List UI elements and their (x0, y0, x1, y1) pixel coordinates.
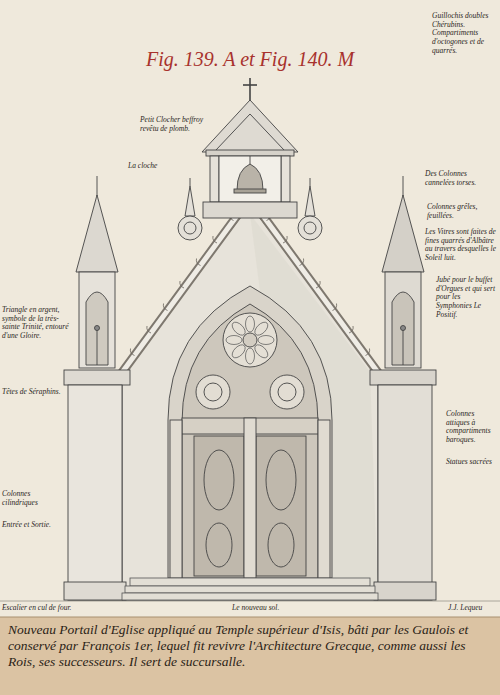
annotation: Les Vitres sont faites de fines quarrés … (425, 228, 499, 263)
annotation: Statues sacrées (446, 458, 498, 467)
annotation: J.J. Lequeu (448, 604, 498, 613)
annotation: Colonnes attiques à compartiments baroqu… (446, 410, 498, 445)
annotation: Triangle en argent, symbole de la très-s… (2, 306, 76, 341)
annotation: Escalier en cul de four. (2, 604, 120, 613)
annotation: Des Colonnes cannelées torses. (425, 170, 497, 187)
annotation: Entrée et Sortie. (2, 521, 64, 530)
portal (168, 286, 332, 578)
annotation: Têtes de Séraphins. (2, 388, 64, 397)
caption-band (0, 617, 500, 695)
caption: Nouveau Portail d'Eglise appliqué au Tem… (8, 622, 494, 670)
annotation: Guillochis doubles Chérubins. Compartime… (432, 12, 498, 55)
annotation: Colonnes cilindriques (2, 490, 64, 507)
annotation: Le nouveau sol. (232, 604, 322, 613)
annotation: Colonnes grêles, feuillées. (427, 203, 497, 220)
annotation: Petit Clocher beffroy revêtu de plomb. (140, 116, 214, 133)
annotation: La cloche (128, 162, 178, 171)
bell-tower (202, 78, 298, 218)
steps (122, 578, 378, 600)
annotation: Jubé pour le buffet d'Orgues et qui sert… (436, 276, 498, 319)
ground-line (0, 601, 500, 602)
left-pinnacle (64, 176, 130, 600)
facade (122, 205, 378, 600)
figure-title: Fig. 139. A et Fig. 140. M (120, 48, 380, 71)
